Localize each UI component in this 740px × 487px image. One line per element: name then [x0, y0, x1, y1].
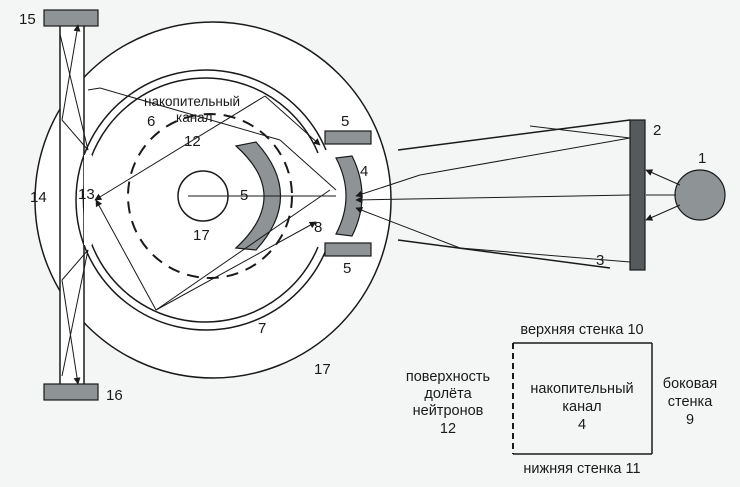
neutron-source [674, 169, 726, 221]
schematic-side-l3: 9 [686, 412, 694, 428]
label-6: 6 [147, 113, 155, 130]
detector-bottom [43, 383, 99, 401]
channel-label-line2: канал [176, 110, 213, 125]
schematic-channel-l2: канал [562, 399, 601, 415]
schematic-box [512, 342, 653, 455]
label-12: 12 [184, 133, 201, 150]
label-14: 14 [30, 189, 47, 206]
label-5-center: 5 [240, 187, 248, 204]
schematic-surface-l1: поверхность [406, 369, 490, 385]
label-5-bottom: 5 [343, 260, 351, 277]
schematic-surface-l4: 12 [440, 421, 456, 437]
label-4: 4 [360, 163, 368, 180]
label-8: 8 [314, 219, 322, 236]
label-1: 1 [698, 150, 706, 167]
neutron-rays [59, 24, 681, 385]
label-17-center: 17 [193, 227, 210, 244]
label-2: 2 [653, 122, 661, 139]
label-16: 16 [106, 387, 123, 404]
schematic-side-l1: боковая [663, 376, 717, 392]
shield-bottom [324, 242, 372, 257]
guide-wall-lower [397, 239, 611, 269]
label-15: 15 [19, 11, 36, 28]
label-17-outer: 17 [314, 361, 331, 378]
label-13: 13 [78, 186, 95, 203]
label-5-top: 5 [341, 113, 349, 130]
reflector-plate [629, 119, 646, 271]
storage-channel-outer-wall [75, 69, 327, 331]
schematic-surface-l2: долёта [424, 386, 472, 402]
schematic-surface-l3: нейтронов [413, 403, 484, 419]
focusing-crescent [335, 155, 363, 237]
storage-channel-inner-wall [82, 77, 319, 323]
channel-label-line1: накопительный [144, 94, 240, 109]
schematic-bottom-wall: нижняя стенка 11 [523, 461, 640, 477]
guide-wall-upper [397, 119, 631, 151]
label-3: 3 [596, 252, 604, 269]
schematic-channel-l1: накопительный [530, 381, 633, 397]
channel-junction [84, 155, 92, 245]
crescent-mirror [234, 141, 282, 251]
schematic-top-wall: верхняя стенка 10 [520, 322, 643, 338]
schematic-channel-l3: 4 [578, 417, 586, 433]
detector-top [43, 9, 99, 27]
shield-top [324, 130, 372, 145]
schematic-side-l2: стенка [668, 394, 713, 410]
vertical-guide-channel [59, 24, 85, 391]
label-7: 7 [258, 320, 266, 337]
